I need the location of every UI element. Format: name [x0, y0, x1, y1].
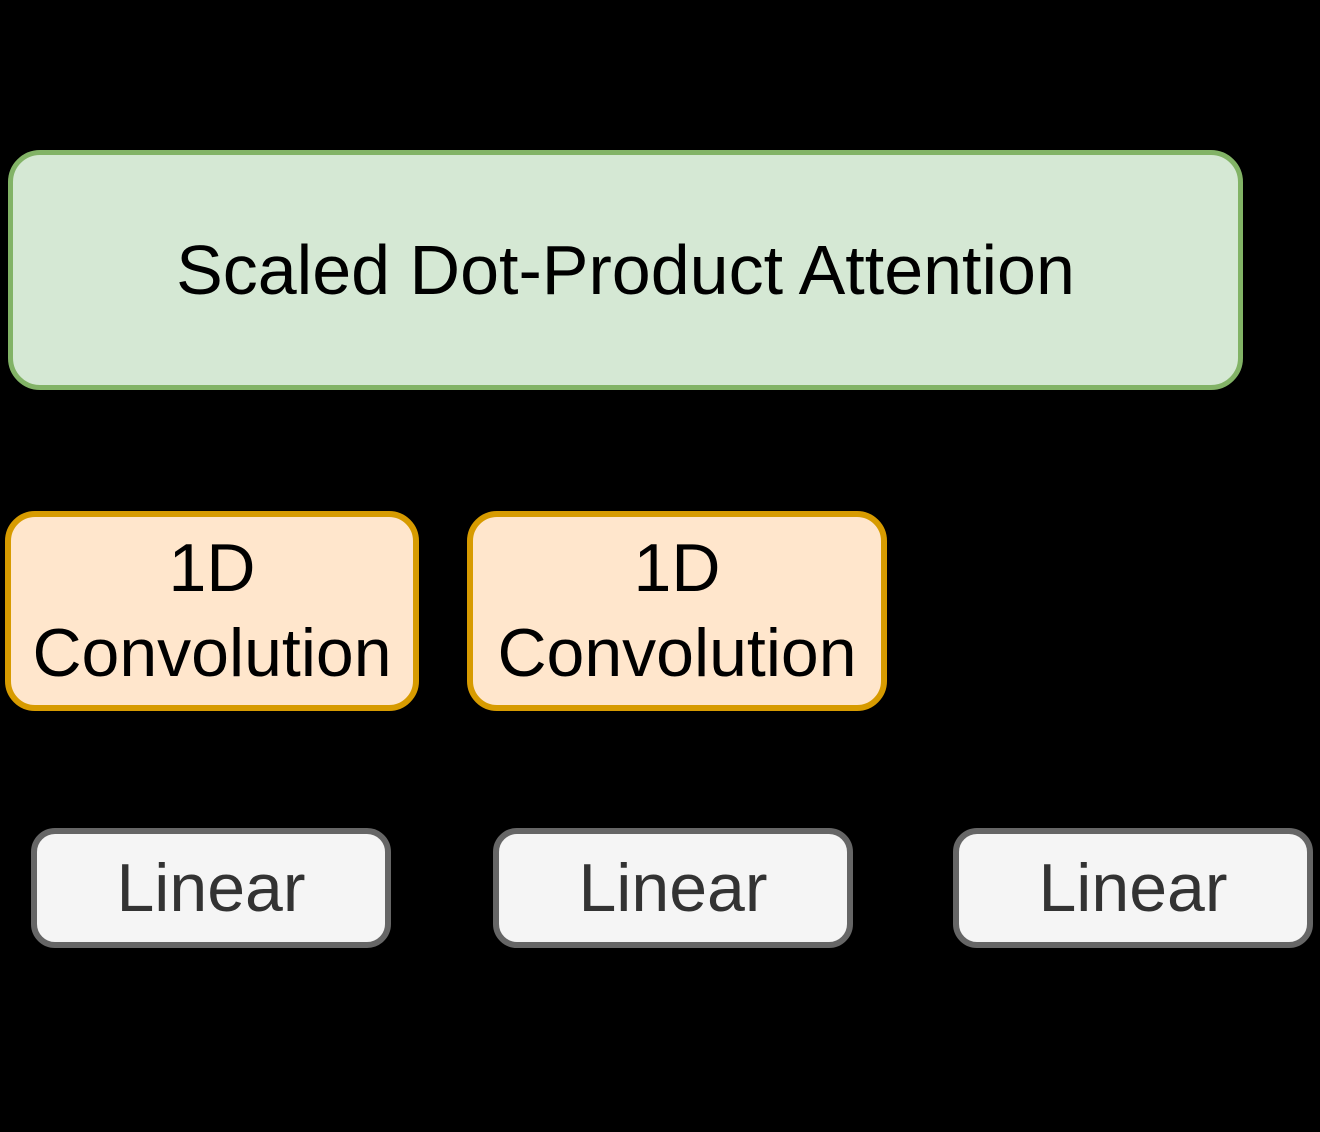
- scaled-dot-product-attention-node: Scaled Dot-Product Attention: [8, 150, 1243, 390]
- linear-label-right: Linear: [1038, 850, 1228, 926]
- linear-node-left: Linear: [31, 828, 391, 948]
- conv1d-node-left: 1D Convolution: [5, 511, 419, 711]
- scaled-dot-product-attention-label: Scaled Dot-Product Attention: [176, 231, 1075, 309]
- linear-label-middle: Linear: [578, 850, 768, 926]
- conv1d-node-right: 1D Convolution: [467, 511, 887, 711]
- conv1d-label-left: 1D Convolution: [32, 530, 392, 691]
- linear-label-left: Linear: [116, 850, 306, 926]
- conv1d-label-right: 1D Convolution: [497, 530, 857, 691]
- linear-node-middle: Linear: [493, 828, 853, 948]
- linear-node-right: Linear: [953, 828, 1313, 948]
